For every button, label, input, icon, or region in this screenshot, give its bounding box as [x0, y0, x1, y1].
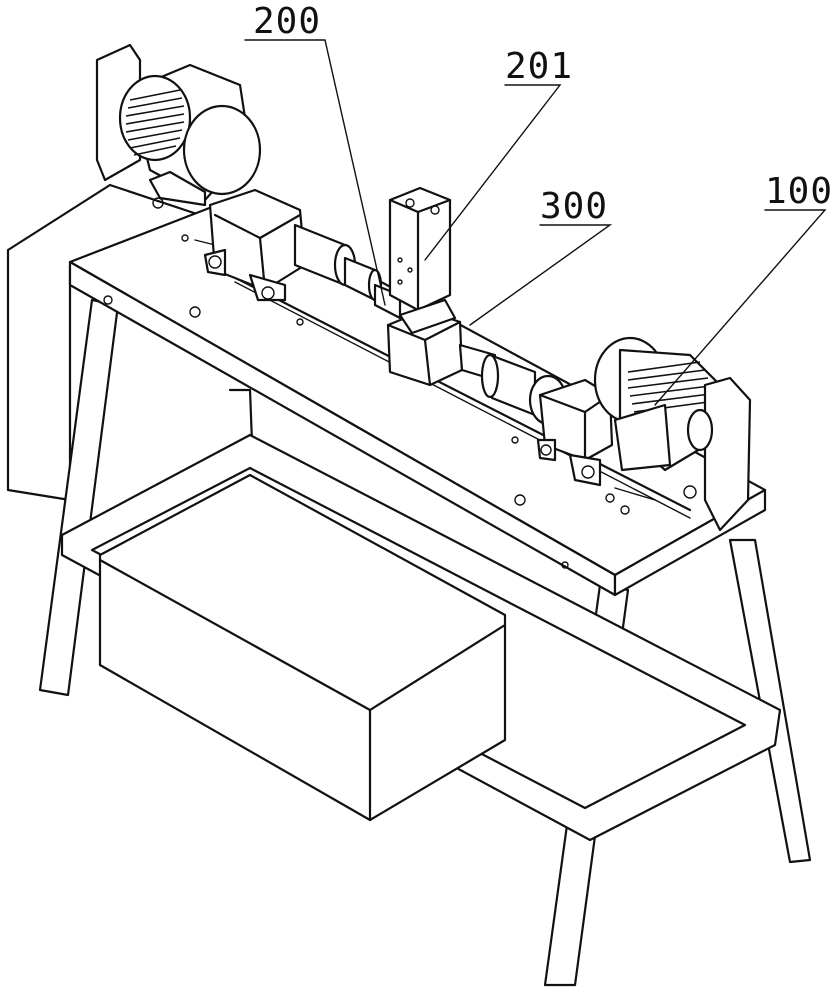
- label-201: 201: [505, 46, 573, 87]
- label-300: 300: [540, 186, 608, 227]
- pneumatic-cylinder: [390, 188, 450, 310]
- label-200: 200: [253, 1, 321, 42]
- left-motor: [97, 45, 260, 208]
- label-100: 100: [765, 171, 833, 212]
